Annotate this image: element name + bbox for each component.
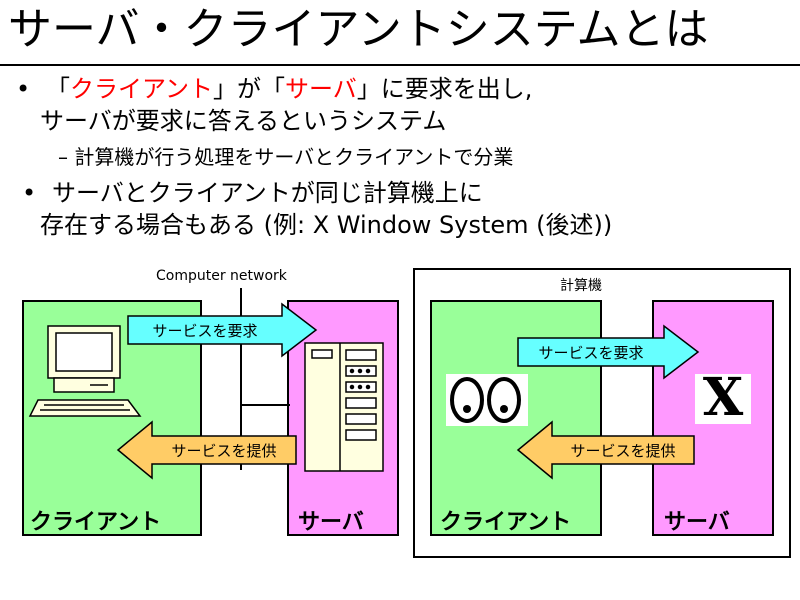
provide-label-left: サービスを提供 bbox=[171, 442, 277, 460]
client-label-right: クライアント bbox=[440, 510, 572, 535]
page-title: サーバ・クライアントシステムとは bbox=[8, 4, 709, 55]
bullet-1-line-2: サーバが要求に答えるというシステム bbox=[40, 107, 447, 135]
bullet-2-line-1: サーバとクライアントが同じ計算機上に bbox=[52, 179, 483, 207]
xeyes-icon bbox=[446, 374, 528, 426]
provide-arrow-right bbox=[516, 420, 695, 480]
request-label-right: サービスを要求 bbox=[538, 344, 644, 362]
server-label-left: サーバ bbox=[298, 510, 364, 535]
bullet-1-text-mid: 」が「 bbox=[213, 75, 286, 103]
bullet-1-client-highlight: クライアント bbox=[70, 75, 214, 103]
request-arrow-right bbox=[517, 324, 700, 380]
bullet-1-text-pre: 「 bbox=[46, 75, 70, 103]
provide-label-right: サービスを提供 bbox=[570, 442, 676, 460]
bullet-2: • サーバとクライアントが同じ計算機上に bbox=[22, 178, 483, 208]
x-window-logo: X bbox=[702, 367, 744, 428]
client-label-left: クライアント bbox=[30, 510, 162, 535]
sub-bullet-1: – 計算機が行う処理をサーバとクライアントで分業 bbox=[58, 145, 514, 169]
bullet-2-line-2: 存在する場合もある (例: X Window System (後述)) bbox=[40, 211, 613, 239]
bullet-dot: • bbox=[16, 75, 31, 103]
computer-icon bbox=[28, 325, 142, 417]
server-icon bbox=[304, 342, 384, 472]
request-label-left: サービスを要求 bbox=[152, 322, 258, 340]
bullet-1-text-post: 」に要求を出し, bbox=[356, 75, 533, 103]
x-logo-background bbox=[695, 374, 751, 424]
bullet-dot: • bbox=[22, 179, 37, 207]
title-divider bbox=[0, 64, 800, 66]
bullet-1: • 「クライアント」が「サーバ」に要求を出し, bbox=[16, 74, 533, 104]
provide-arrow-left bbox=[116, 420, 297, 480]
machine-label: 計算機 bbox=[560, 278, 602, 294]
server-label-right: サーバ bbox=[664, 510, 730, 535]
request-arrow-left bbox=[127, 302, 318, 358]
bullet-1-server-highlight: サーバ bbox=[285, 75, 357, 103]
network-label: Computer network bbox=[156, 268, 287, 284]
